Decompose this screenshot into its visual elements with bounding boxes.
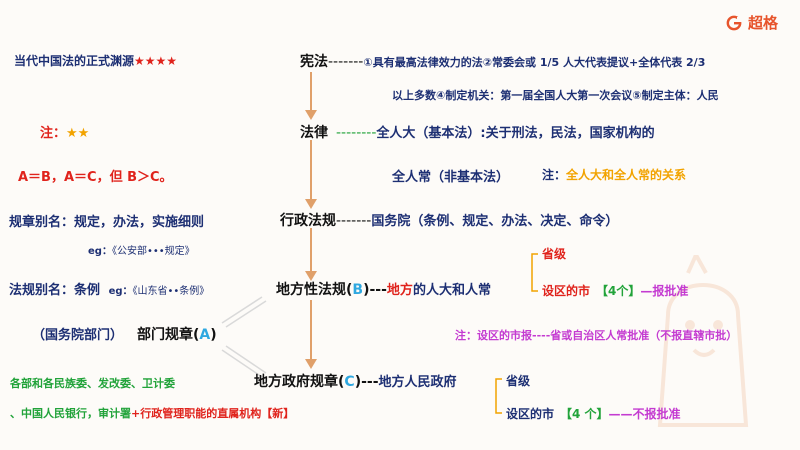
dept-rule-node: 部门规章(A)	[137, 324, 217, 344]
rule-eg-text: 《公安部•••规定》	[111, 246, 195, 257]
note-stars-line: 注：★★	[40, 122, 89, 141]
constitution-node: 宪法-------①具有最高法律效力的法②常委会或 1/5 人大代表提议+全体代…	[300, 51, 705, 71]
local-reg-prov: 省级	[542, 247, 567, 261]
sources-title: 当代中国法的正式渊源	[14, 54, 135, 68]
reg-eg-text: 《山东省••条例》	[132, 286, 210, 297]
sources-stars: ★★★★	[134, 54, 178, 68]
constitution-dashes: -------	[328, 54, 364, 70]
dept-rule-title-c: )	[210, 327, 217, 343]
ministries-line2a: 、中国人民银行，审计署	[10, 407, 131, 420]
admin-reg-title: 行政法规	[280, 213, 336, 229]
local-reg-title-a: 地方性法规(	[276, 282, 353, 298]
rule-eg-label: eg：	[88, 246, 112, 257]
reg-alias-line: 法规别名：条例 eg：《山东省••条例》	[9, 279, 209, 298]
local-reg-count: 【4个】	[596, 284, 641, 298]
constitution-title: 宪法	[300, 54, 328, 70]
local-reg-title-b: B	[352, 282, 364, 298]
local-reg-title-c: )---	[363, 282, 387, 298]
local-gov-text: 地方人民政府	[378, 375, 457, 390]
local-gov-title-c: )---	[354, 374, 379, 390]
brand-logo: 超格	[726, 12, 778, 33]
local-gov-rule-node: 地方政府规章(C)---地方人民政府	[254, 371, 457, 391]
brand-g-icon	[726, 15, 742, 30]
local-gov-city-line: 设区的市【4 个】——不报批准	[506, 405, 681, 422]
local-gov-approve: ——不报批准	[608, 407, 681, 421]
dept-rule-title-a: 部门规章(	[137, 327, 200, 343]
dept-rule-title-b: A	[199, 327, 211, 343]
ministries-line2b: +行政管理职能的直属机构【新】	[131, 407, 295, 420]
note-label: 注：	[40, 126, 67, 141]
sources-heading: 当代中国法的正式渊源★★★★	[14, 52, 177, 69]
ministries-line1: 各部和各民族委、发改委、卫计委	[10, 377, 175, 390]
equal-link-bottom-a	[221, 349, 263, 378]
ministries-line2: 、中国人民银行，审计署+行政管理职能的直属机构【新】	[10, 405, 294, 421]
reg-alias-label: 法规别名：	[9, 283, 75, 298]
local-gov-count: 【4 个】	[560, 407, 609, 421]
local-gov-title-b: C	[344, 374, 355, 390]
law-npc-text: 全人大（基本法）:关于刑法，民法，国家机构的	[376, 126, 655, 141]
mascot-watermark-icon	[657, 255, 749, 427]
reg-eg-label: eg：	[108, 286, 133, 297]
reg-alias-value: 条例	[74, 283, 101, 298]
state-council-dept: （国务院部门）	[32, 328, 124, 343]
local-reg-text-red: 地方	[386, 283, 413, 298]
equal-link-top-a	[221, 296, 263, 324]
local-gov-city: 设区的市	[506, 407, 555, 421]
equal-link-top-b	[225, 300, 267, 328]
abc-equation: A＝B，A＝C，但 B＞C。	[18, 170, 173, 185]
local-reg-node: 地方性法规(B)---地方的人大和人常	[276, 279, 491, 299]
bracket-local-reg	[531, 253, 538, 292]
rule-alias: 规章别名：规定，办法，实施细则	[9, 215, 205, 230]
law-note-label: 注：	[542, 168, 567, 182]
rule-example: eg：《公安部•••规定》	[88, 242, 195, 257]
local-reg-approve: —报批准	[640, 284, 689, 298]
local-gov-title-a: 地方政府规章(	[254, 374, 345, 390]
local-reg-city: 设区的市	[542, 284, 591, 298]
law-note-text: 全人大和全人常的关系	[566, 168, 687, 182]
admin-reg-text: 国务院（条例、规定、办法、决定、命令）	[371, 214, 619, 229]
constitution-line2: 以上多数④制定机关：第一届全国人大第一次会议⑤制定主体：人民	[392, 89, 719, 102]
law-npcsc: 全人常（非基本法）	[392, 170, 510, 185]
admin-reg-node: 行政法规-------国务院（条例、规定、办法、决定、命令）	[280, 210, 618, 230]
bracket-local-gov	[495, 378, 502, 414]
brand-name: 超格	[747, 14, 778, 32]
law-dashes: --------	[336, 125, 377, 141]
local-reg-city-line: 设区的市【4个】—报批准	[542, 282, 688, 299]
admin-reg-dashes: -------	[336, 213, 372, 229]
local-gov-prov: 省级	[506, 374, 531, 388]
equal-link-bottom-b	[225, 345, 267, 374]
local-reg-text-rest: 的人大和人常	[412, 283, 491, 298]
law-node: 法律 --------全人大（基本法）:关于刑法，民法，国家机构的	[300, 122, 655, 142]
local-reg-note: 注：设区的市报----省或自治区人常批准（不报直辖市批）	[455, 329, 738, 342]
law-title: 法律	[300, 125, 328, 141]
note-stars: ★★	[66, 126, 90, 141]
law-relation-note: 注：全人大和全人常的关系	[542, 166, 686, 183]
constitution-line1: ①具有最高法律效力的法②常委会或 1/5 人大代表提议+全体代表 2/3	[363, 56, 706, 69]
